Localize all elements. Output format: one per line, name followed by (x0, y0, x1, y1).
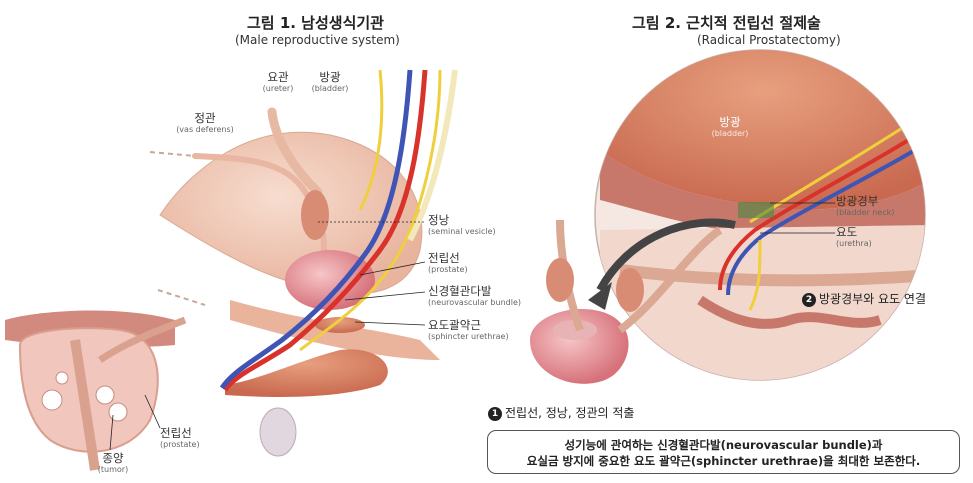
label-seminal-ko: 정낭 (428, 213, 450, 227)
label-bladder-ko: 방광 (319, 70, 341, 84)
label-bladder-en: (bladder) (311, 84, 349, 93)
label-nvb-en: (neurovascular bundle) (428, 298, 521, 307)
label-neck-ko: 방광경부 (836, 194, 879, 208)
fig2-drawing (530, 49, 926, 384)
fig1-title: 그림 1. 남성생식기관 (247, 14, 384, 32)
label-vas-deferens: 정관 (vas deferens) (170, 112, 240, 135)
label-prostate-en: (prostate) (428, 265, 468, 274)
label-ureter-ko: 요관 (267, 70, 289, 84)
step-1-number: 1 (488, 407, 502, 421)
label-ureter: 요관 (ureter) (258, 71, 298, 94)
note-line-2: 요실금 방지에 중요한 요도 괄약근(sphincter urethrae)을 … (526, 454, 921, 468)
label-tumor: 종양 (tumor) (93, 452, 133, 475)
label-fig2-bladder: 방광 (bladder) (705, 116, 755, 139)
artery-line (222, 69, 428, 392)
label-tumor-en: (tumor) (97, 465, 129, 474)
penis-shape (225, 349, 388, 397)
bladder-shape (159, 131, 423, 295)
label-inset-prostate-en: (prostate) (160, 440, 200, 449)
label-vas-ko: 정관 (194, 111, 216, 125)
label-seminal-en: (seminal vesicle) (428, 227, 496, 236)
ureter-shape (267, 107, 323, 197)
fig1-drawing (149, 69, 458, 457)
label-urethra-en: (urethra) (836, 239, 872, 248)
label-prostate: 전립선 (prostate) (428, 252, 468, 275)
note-line-1: 성기능에 관여하는 신경혈관다발(neurovascular bundle)과 (564, 438, 883, 452)
fig2-title: 그림 2. 근치적 전립선 절제술 (632, 14, 821, 32)
step-2-number: 2 (802, 293, 816, 307)
label-sphincter: 요도괄약근 (sphincter urethrae) (428, 319, 509, 342)
label-nvb-ko: 신경혈관다발 (428, 284, 492, 298)
label-fig2-bladder-ko: 방광 (719, 115, 741, 129)
seminal-vesicle-shape (301, 190, 329, 240)
step-1-text: 전립선, 정낭, 정관의 적출 (505, 406, 635, 420)
label-inset-prostate-ko: 전립선 (160, 426, 192, 440)
label-inset-prostate: 전립선 (prostate) (160, 427, 200, 450)
label-bladder-neck: 방광경부 (bladder neck) (836, 195, 894, 218)
label-ureter-en: (ureter) (262, 84, 294, 93)
vas-shape (192, 153, 327, 273)
summary-note-box: 성기능에 관여하는 신경혈관다발(neurovascular bundle)과 … (487, 430, 960, 474)
prostate-shape (285, 250, 375, 310)
label-fig2-bladder-en: (bladder) (711, 129, 749, 138)
label-urethra-ko: 요도 (836, 225, 858, 239)
inset-prostate (5, 310, 187, 471)
label-seminal-vesicle: 정낭 (seminal vesicle) (428, 214, 496, 237)
label-tumor-ko: 종양 (102, 451, 124, 465)
fig1-subtitle: (Male reproductive system) (235, 33, 400, 47)
step-2-text: 방광경부와 요도 연결 (819, 292, 926, 306)
label-bladder: 방광 (bladder) (305, 71, 355, 94)
label-urethra: 요도 (urethra) (836, 226, 872, 249)
fig2-subtitle: (Radical Prostatectomy) (697, 33, 841, 47)
label-prostate-ko: 전립선 (428, 251, 460, 265)
label-sphincter-en: (sphincter urethrae) (428, 332, 509, 341)
nerve-line (299, 69, 442, 352)
label-vas-en: (vas deferens) (176, 125, 234, 134)
label-neck-en: (bladder neck) (836, 208, 895, 217)
label-sphincter-ko: 요도괄약근 (428, 318, 481, 332)
label-nvb: 신경혈관다발 (neurovascular bundle) (428, 285, 521, 308)
vein-line (219, 69, 413, 390)
